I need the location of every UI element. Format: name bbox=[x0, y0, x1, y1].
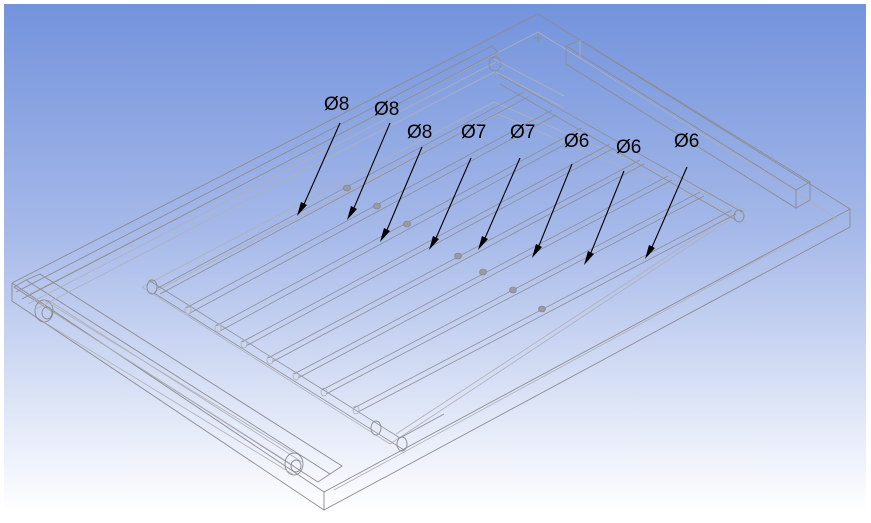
inlet-header bbox=[13, 273, 343, 483]
callout-label-1: Ø8 bbox=[324, 94, 349, 115]
wireframe-model: Ø8 Ø8 Ø8 Ø7 Ø7 Ø6 Ø6 Ø6 bbox=[11, 13, 851, 511]
callout-label-5: Ø7 bbox=[510, 122, 535, 143]
outlet-channel bbox=[565, 39, 811, 209]
callout-leaders bbox=[297, 122, 688, 265]
distribution-manifold bbox=[146, 279, 445, 452]
callout-label-2: Ø8 bbox=[374, 99, 399, 120]
plate-outline bbox=[11, 13, 851, 511]
cad-viewport[interactable]: Ø8 Ø8 Ø8 Ø7 Ø7 Ø6 Ø6 Ø6 bbox=[4, 4, 866, 512]
origin-marker bbox=[534, 34, 542, 42]
callout-labels: Ø8 Ø8 Ø8 Ø7 Ø7 Ø6 Ø6 Ø6 bbox=[324, 94, 699, 158]
pipe-joints bbox=[343, 184, 546, 313]
callout-label-8: Ø6 bbox=[674, 131, 699, 152]
callout-label-7: Ø6 bbox=[616, 137, 641, 158]
callout-label-4: Ø7 bbox=[461, 122, 486, 143]
back-channel bbox=[15, 45, 565, 311]
callout-label-3: Ø8 bbox=[407, 122, 432, 143]
figure-caption bbox=[0, 512, 871, 523]
collector-manifold bbox=[497, 73, 745, 223]
callout-label-6: Ø6 bbox=[564, 131, 589, 152]
